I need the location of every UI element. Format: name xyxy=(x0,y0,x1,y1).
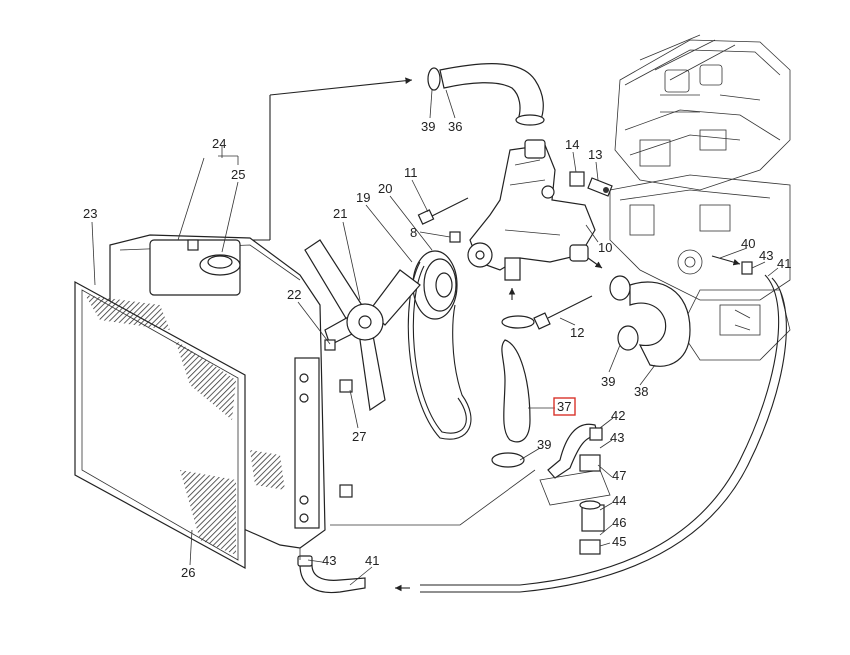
callout-19: 19 xyxy=(356,190,370,205)
callout-20: 20 xyxy=(378,181,392,196)
fan-belt-and-pulley xyxy=(407,250,472,440)
callout-37: 37 xyxy=(557,399,571,414)
radiator-core xyxy=(74,280,285,570)
callout-43-bottom: 43 xyxy=(322,553,336,568)
callout-26: 26 xyxy=(181,565,195,580)
callout-27: 27 xyxy=(352,429,366,444)
callout-41-bottom: 41 xyxy=(365,553,379,568)
callout-25: 25 xyxy=(231,167,245,182)
callout-38: 38 xyxy=(634,384,648,399)
callout-37-highlight xyxy=(553,397,576,416)
cooling-fan xyxy=(304,239,421,412)
callout-40: 40 xyxy=(741,236,755,251)
water-pump-assembly xyxy=(467,139,603,300)
callout-labels: 23 24 25 26 22 27 21 19 20 11 8 39 36 14… xyxy=(83,119,791,580)
callout-41-top: 41 xyxy=(777,256,791,271)
callout-39-lower: 39 xyxy=(537,437,551,452)
bypass-hose xyxy=(609,275,691,367)
temperature-sensor xyxy=(569,171,613,197)
heater-fitting-assembly xyxy=(539,423,611,555)
callout-13: 13 xyxy=(588,147,602,162)
callout-43-mid: 43 xyxy=(610,430,624,445)
callout-45: 45 xyxy=(612,534,626,549)
callout-47: 47 xyxy=(612,468,626,483)
callout-42: 42 xyxy=(611,408,625,423)
callout-8: 8 xyxy=(410,225,417,240)
callout-44: 44 xyxy=(612,493,626,508)
callout-leader-lines xyxy=(91,89,779,586)
callout-14: 14 xyxy=(565,137,579,152)
lower-radiator-hose xyxy=(491,315,535,468)
upper-radiator-hose xyxy=(427,63,545,126)
callout-39-right: 39 xyxy=(601,374,615,389)
callout-24: 24 xyxy=(212,136,226,151)
callout-21: 21 xyxy=(333,206,347,221)
callout-22: 22 xyxy=(287,287,301,302)
pump-bolts xyxy=(417,197,593,330)
callout-36: 36 xyxy=(448,119,462,134)
drain-pipe xyxy=(297,255,787,594)
callout-46: 46 xyxy=(612,515,626,530)
callout-39-top: 39 xyxy=(421,119,435,134)
engine-block xyxy=(609,34,791,361)
callout-23: 23 xyxy=(83,206,97,221)
callout-43-top: 43 xyxy=(759,248,773,263)
callout-12: 12 xyxy=(570,325,584,340)
callout-10: 10 xyxy=(598,240,612,255)
callout-11: 11 xyxy=(404,165,418,180)
